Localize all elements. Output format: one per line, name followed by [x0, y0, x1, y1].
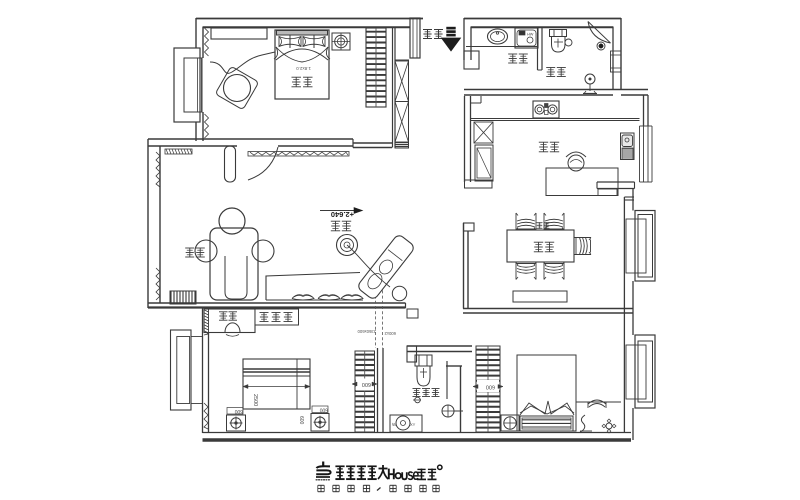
svg-text:600: 600	[486, 384, 495, 390]
svg-text:600: 600	[319, 407, 328, 413]
svg-text:1.8x2.0: 1.8x2.0	[296, 66, 311, 71]
svg-text:HW: HW	[527, 32, 534, 36]
svg-text:XY: XY	[410, 422, 416, 427]
svg-text:+2.640: +2.640	[331, 210, 354, 219]
svg-text:600: 600	[234, 408, 243, 414]
svg-text:2500: 2500	[252, 394, 258, 406]
svg-text:600x2: 600x2	[384, 331, 396, 336]
svg-text:2360x600: 2360x600	[357, 329, 376, 334]
svg-text:W: W	[392, 422, 397, 427]
svg-text:600: 600	[298, 416, 304, 425]
svg-text:600: 600	[362, 381, 371, 387]
